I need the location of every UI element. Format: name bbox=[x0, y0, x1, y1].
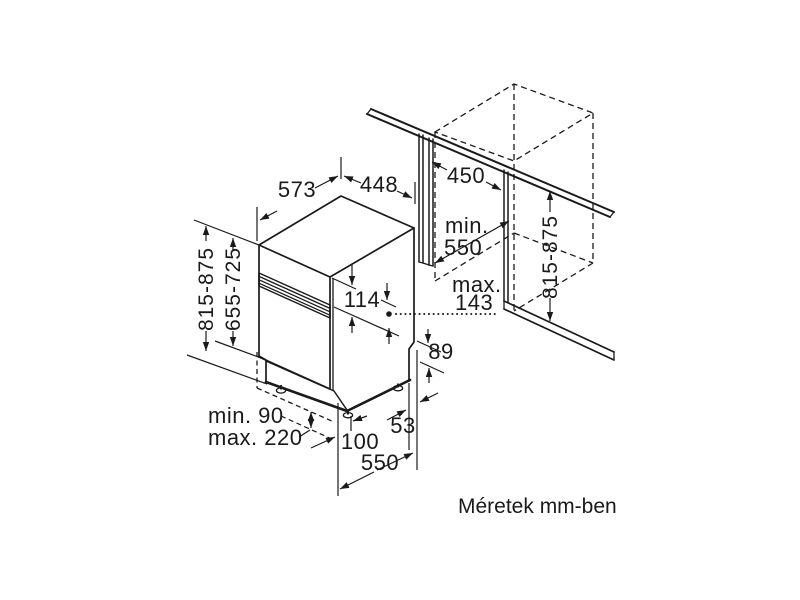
dim-plinth-height: min. 90 max. 220 bbox=[208, 403, 335, 450]
back-edge-notch bbox=[408, 227, 415, 382]
dim-100-label: 100 bbox=[341, 429, 379, 454]
dim-655-725-label: 655-725 bbox=[222, 247, 245, 331]
dim-min550-label: 550 bbox=[444, 235, 482, 260]
dim-plinth-min-label: min. 90 bbox=[208, 403, 284, 428]
caption: Méretek mm-ben bbox=[458, 495, 617, 518]
dim-min550-prefix: min. bbox=[445, 213, 489, 238]
door-face bbox=[258, 244, 331, 390]
adjustable-foot bbox=[392, 383, 404, 392]
dim-max143-prefix: max. bbox=[452, 272, 502, 297]
dishwasher-outline bbox=[256, 195, 415, 423]
dim-450-label: 450 bbox=[447, 163, 485, 188]
dim-door-height: 655-725 bbox=[214, 238, 262, 359]
dim-niche-width: 450 bbox=[431, 161, 502, 191]
dim-niche-height: 815-875 bbox=[539, 191, 562, 321]
dim-815-875-left-label: 815-875 bbox=[195, 247, 218, 331]
plinth-step bbox=[258, 355, 267, 383]
plinth-board bbox=[503, 300, 615, 361]
kitchen-cabinet bbox=[366, 108, 615, 361]
hidden-bottom-edge bbox=[256, 387, 335, 423]
adjustable-foot bbox=[275, 384, 287, 394]
adjustable-foot bbox=[342, 410, 354, 419]
dim-niche-depth: min. 550 bbox=[434, 213, 510, 264]
dim-89-label: 89 bbox=[428, 339, 453, 364]
dim-53-label: 53 bbox=[390, 413, 415, 438]
dim-base-depth: 550 bbox=[339, 450, 414, 490]
dim-573-label: 573 bbox=[278, 177, 316, 202]
dim-114-label: 114 bbox=[344, 287, 381, 312]
worktop bbox=[366, 108, 615, 218]
dim-top-width: 448 bbox=[343, 172, 416, 204]
dim-550-label: 550 bbox=[361, 450, 399, 475]
dim-top-depth: 573 bbox=[256, 157, 342, 241]
connection-dot bbox=[386, 311, 392, 317]
dim-815-875-right-label: 815-875 bbox=[539, 215, 562, 299]
plinth-top-edge bbox=[265, 360, 348, 411]
dim-control-panel-height: 114 bbox=[331, 265, 381, 333]
control-panel-strip bbox=[258, 272, 331, 319]
niche-side-panel-left bbox=[418, 133, 434, 267]
niche-side-panel-right bbox=[503, 169, 509, 303]
dim-max143-label: 143 bbox=[455, 290, 493, 315]
top-face bbox=[258, 195, 415, 278]
dim-rear-foot-offset: 53 bbox=[386, 350, 439, 470]
dim-front-foot-offset: 100 bbox=[310, 403, 379, 496]
dim-rear-clearance: 89 bbox=[416, 329, 453, 383]
dim-connection-point: max. 143 bbox=[333, 272, 502, 344]
dim-plinth-max-label: max. 220 bbox=[208, 425, 303, 450]
dim-appliance-height: 815-875 bbox=[186, 219, 268, 385]
dim-448-label: 448 bbox=[360, 172, 398, 197]
bottom-edge bbox=[264, 378, 412, 413]
